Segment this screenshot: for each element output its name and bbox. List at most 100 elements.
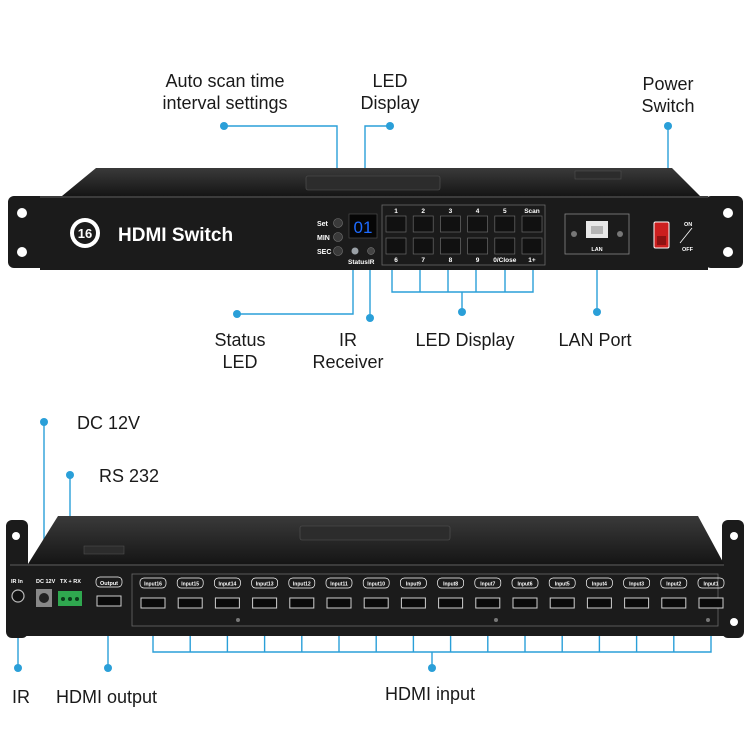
hdmi-input-port-Input1[interactable] (698, 597, 724, 609)
key-button-2[interactable] (412, 215, 434, 233)
status-led-callout: Status LED (200, 329, 280, 373)
led-digits: 01 (354, 218, 373, 237)
input-label-frame (474, 577, 502, 589)
callout-dot (40, 418, 48, 426)
input-label-frame (697, 577, 725, 589)
callout-dot (220, 122, 228, 130)
hdmi-input-port-Input9[interactable] (400, 597, 426, 609)
input-label: Input2 (666, 582, 681, 588)
key-label-top: 1 (394, 208, 398, 215)
hdmi-input-port-Input11[interactable] (326, 597, 352, 609)
auto-scan-line2: interval settings (162, 93, 288, 113)
ir-line2: Receiver (312, 352, 384, 372)
key-button-7[interactable] (412, 237, 434, 255)
key-button-0/Close[interactable] (494, 237, 516, 255)
callout-dot (593, 308, 601, 316)
power-switch-callout: Power Switch (628, 73, 708, 117)
input-label-frame (586, 577, 613, 589)
key-button-8[interactable] (440, 237, 461, 255)
input-label-frame (437, 577, 464, 589)
key-label-top: 5 (503, 208, 507, 215)
input-label: Input10 (367, 582, 385, 588)
key-button-9[interactable] (467, 237, 488, 255)
input-label: Input11 (330, 582, 348, 588)
dc-callout: DC 12V (77, 413, 141, 433)
status-line1: Status (214, 330, 266, 350)
key-label-bottom: 7 (421, 257, 425, 264)
hdmi-output-callout: HDMI output (56, 687, 158, 707)
sec-label: SEC (317, 249, 331, 256)
input-label-frame (251, 577, 278, 589)
hdmi-input-port-Input3[interactable] (624, 597, 650, 609)
auto-scan-callout: Auto scan time interval settings (150, 70, 300, 114)
input-label-frame (548, 577, 576, 589)
input-label-frame (325, 577, 353, 589)
hdmi-output-port[interactable] (96, 595, 122, 607)
set-button[interactable] (333, 218, 343, 228)
lan-label: LAN (591, 247, 602, 253)
key-button-1[interactable] (385, 215, 407, 233)
set-label: Set (317, 221, 329, 228)
dc-label: DC 12V (36, 579, 56, 585)
input-label: Input9 (406, 582, 421, 588)
callout-dot (664, 122, 672, 130)
top-logo-plate (305, 175, 441, 191)
key-button-3[interactable] (440, 215, 461, 233)
hdmi-input-port-Input13[interactable] (252, 597, 278, 609)
lan-port-module: LAN (564, 213, 630, 255)
hdmi-input-port-Input15[interactable] (177, 597, 203, 609)
callout-dot (14, 664, 22, 672)
hdmi-input-port-Input6[interactable] (512, 597, 538, 609)
key-label-bottom: 9 (476, 257, 480, 264)
hdmi-input-port-Input8[interactable] (438, 597, 464, 609)
min-button[interactable] (333, 232, 343, 242)
hdmi-input-port-Input4[interactable] (586, 597, 612, 609)
ir-receiver-callout: IR Receiver (303, 329, 393, 373)
ir-in-label: IR In (11, 579, 24, 585)
key-button-6[interactable] (385, 237, 407, 255)
badge-number: 16 (78, 226, 92, 241)
callout-dot (366, 314, 374, 322)
led-display-top-callout: LED Display (350, 70, 430, 114)
dc-jack[interactable] (39, 593, 49, 603)
input-label: Input4 (592, 582, 607, 588)
ir-label: IR (368, 259, 375, 266)
hdmi-input-callout: HDMI input (384, 684, 476, 704)
ir-in-jack[interactable] (11, 589, 25, 603)
hdmi-input-port-Input7[interactable] (475, 597, 501, 609)
input-label-frame (400, 577, 427, 589)
ir-callout: IR (12, 687, 30, 707)
key-label-bottom: 1+ (528, 257, 536, 264)
hdmi-switch-logo: 16 HDMI Switch (70, 218, 233, 248)
input-label: Input3 (629, 582, 644, 588)
lan-port-callout: LAN Port (558, 330, 632, 350)
key-button-5[interactable] (494, 215, 516, 233)
input-label: Input8 (443, 582, 458, 588)
rs232-callout: RS 232 (99, 466, 160, 486)
key-button-4[interactable] (467, 215, 488, 233)
sec-button[interactable] (333, 246, 343, 256)
rs232-label: TX + RX (60, 579, 81, 585)
hdmi-input-port-Input12[interactable] (289, 597, 315, 609)
keypad-frame (381, 204, 546, 266)
front-rack-ear-left (8, 196, 46, 268)
hdmi-input-port-Input14[interactable] (214, 597, 240, 609)
key-button-Scan[interactable] (521, 215, 543, 233)
hdmi-input-port-Input10[interactable] (363, 597, 389, 609)
input-label: Input13 (256, 582, 274, 588)
hdmi-input-port-Input2[interactable] (661, 597, 687, 609)
hdmi-input-port-Input5[interactable] (549, 597, 575, 609)
key-label-bottom: 0/Close (493, 257, 517, 264)
hdmi-input-port-Input16[interactable] (140, 597, 166, 609)
key-label-bottom: 6 (394, 257, 398, 264)
status-line2: LED (222, 352, 258, 372)
input-label-frame (362, 577, 390, 589)
key-label-top: 3 (449, 208, 453, 215)
ir-line1: IR (339, 330, 357, 350)
callout-dot (386, 122, 394, 130)
side-buttons: Set MIN SEC (317, 218, 343, 256)
rear-logo-plate (299, 525, 451, 541)
key-button-1+[interactable] (521, 237, 543, 255)
callout-dot (428, 664, 436, 672)
